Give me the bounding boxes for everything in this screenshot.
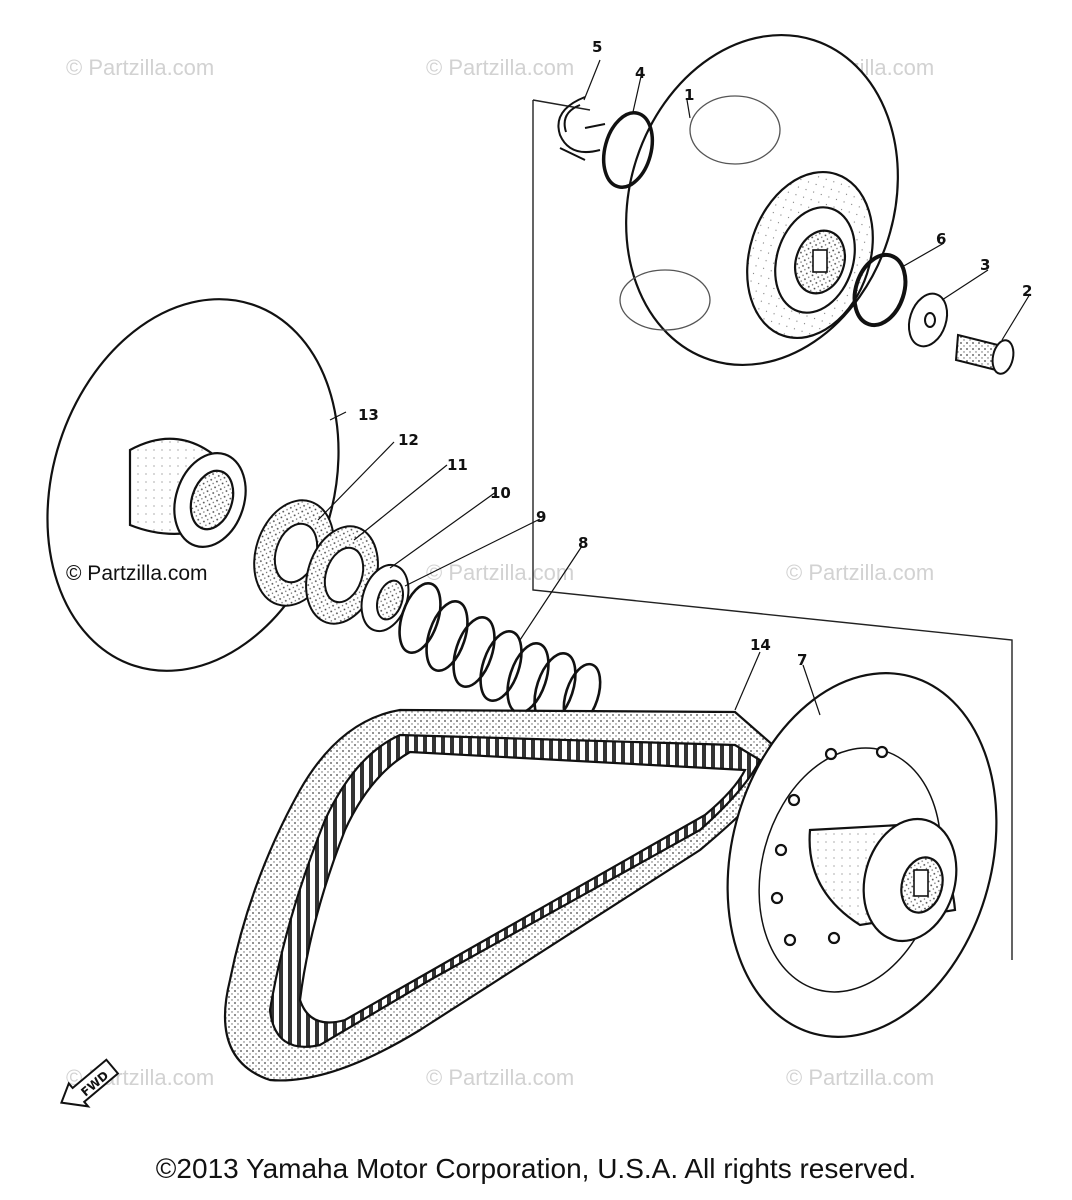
watermark: © Partzilla.com [786, 560, 935, 585]
watermark: © Partzilla.com [426, 55, 575, 80]
part-14-belt [223, 708, 792, 1082]
part-11-seal [305, 525, 379, 625]
callout-8: 8 [578, 534, 588, 552]
callout-2: 2 [1022, 282, 1032, 300]
callout-12: 12 [398, 431, 419, 449]
callout-10: 10 [490, 484, 511, 502]
callout-5: 5 [592, 38, 602, 56]
part-5-clip [557, 96, 606, 161]
part-8-spring [398, 582, 602, 728]
watermark: © Partzilla.com [426, 1065, 575, 1090]
upper-assembly-frame [532, 99, 1013, 960]
callout-1: 1 [684, 86, 694, 104]
part-6-oring [852, 252, 908, 328]
leader-lines [317, 59, 1031, 716]
copyright-notice: ©2013 Yamaha Motor Corporation, U.S.A. A… [155, 1153, 917, 1184]
fwd-arrow: FWD [60, 1058, 120, 1108]
watermark: © Partzilla.com [66, 55, 215, 80]
part-10-collar [360, 563, 410, 633]
callout-14: 14 [750, 636, 771, 654]
callout-6: 6 [936, 230, 946, 248]
part-4-ring [601, 111, 655, 189]
part-2-bolt [954, 333, 1015, 375]
part-1-sheave [619, 33, 899, 367]
callout-11: 11 [447, 456, 468, 474]
part-13-sheave [46, 298, 340, 672]
watermark: © Partzilla.com [426, 560, 575, 585]
watermark-dark: © Partzilla.com [66, 562, 208, 585]
callout-9: 9 [536, 508, 546, 526]
part-3-washer [907, 292, 949, 348]
callouts: 5 4 1 6 3 2 13 12 11 10 9 8 14 7 [358, 38, 1032, 669]
callout-7: 7 [797, 651, 807, 669]
callout-4: 4 [635, 64, 645, 82]
callout-13: 13 [358, 406, 379, 424]
callout-3: 3 [980, 256, 990, 274]
watermark: © Partzilla.com [786, 1065, 935, 1090]
part-7-sheave [726, 672, 998, 1038]
